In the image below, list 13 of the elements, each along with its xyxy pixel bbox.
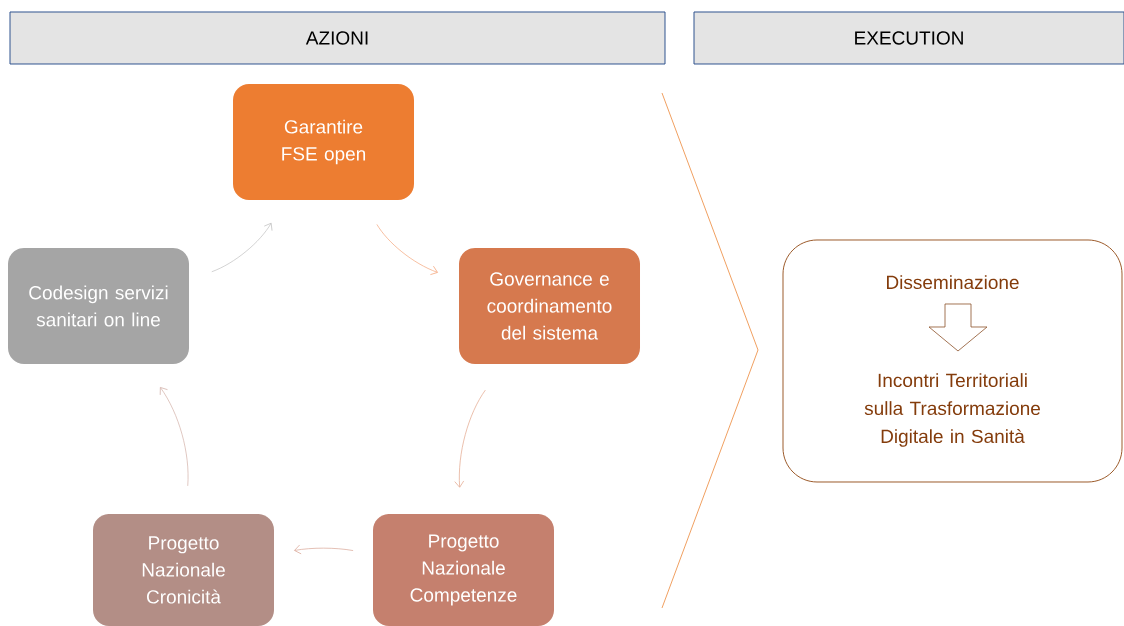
process-box: Progetto Nazionale Competenze: [373, 514, 554, 626]
arrow: [294, 544, 354, 555]
process-box: Garantire FSE open: [233, 84, 414, 200]
process-box: Governance e coordinamento del sistema: [459, 248, 640, 364]
header-bar: EXECUTION: [693, 11, 1124, 65]
arrow: [376, 224, 438, 275]
arrow: [454, 389, 486, 488]
process-box: Codesign servizi sanitari on line: [8, 248, 189, 364]
arrow: [211, 222, 273, 273]
outcome-box: Disseminazione Incontri Territoriali sulla Trasformazione Digitale in Sanità: [782, 239, 1123, 483]
arrow: [159, 387, 189, 487]
process-box: Progetto Nazionale Cronicità: [93, 514, 274, 626]
header-bar: AZIONI: [9, 11, 666, 65]
